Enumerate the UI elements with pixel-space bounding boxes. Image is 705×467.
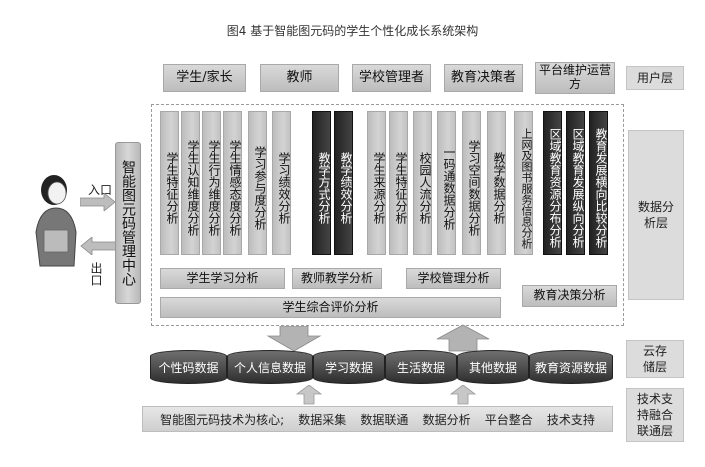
col-teaching-performance: 教学绩效分析 (334, 111, 353, 255)
col-teaching-method: 教学方式分析 (312, 111, 331, 255)
user-platform-operator: 平台维护运营方 (535, 62, 615, 94)
support-analysis: 数据分析 (422, 412, 471, 427)
col-student-origin: 学生来源分析 (367, 111, 386, 255)
user-student-parent: 学生/家长 (163, 64, 246, 92)
col-internet-library: 上网及图书服务信息分析 (514, 111, 533, 255)
support-integration: 平台整合 (484, 412, 533, 427)
col-horizontal-comparison: 教育发展横向比较分析 (589, 111, 608, 255)
analysis-layer-label: 数据分析层 (628, 130, 684, 300)
db-personal-info: 个人信息数据 (227, 350, 313, 384)
entry-label: 入口 (88, 183, 113, 197)
db-personal-code: 个性码数据 (150, 350, 227, 384)
user-teacher: 教师 (260, 64, 339, 92)
storage-layer-label: 云存储层 (626, 340, 684, 378)
col-one-card-data: 一码通数据分析 (437, 111, 456, 255)
management-center: 智能图元码管理中心 (115, 142, 141, 304)
col-student-emotion: 学生情感态度分析 (223, 111, 242, 255)
exit-arrow-icon (80, 237, 116, 255)
group-student-learning: 学生学习分析 (160, 268, 285, 289)
db-other: 其他数据 (457, 350, 529, 384)
small-up-arrow-icon (450, 385, 476, 405)
col-teaching-data: 教学数据分析 (487, 111, 506, 255)
support-bar: 智能图元码技术为核心; 数据采集 数据联通 数据分析 平台整合 技术支持 (142, 406, 613, 432)
col-regional-vertical: 区域教育发展纵向分析 (566, 111, 585, 255)
group-overall-evaluation: 学生综合评价分析 (160, 297, 501, 318)
support-tech: 技术支持 (546, 412, 595, 427)
support-core: 智能图元码技术为核心; (160, 412, 285, 427)
support-layer-label: 技术支持融合联通层 (626, 388, 684, 442)
user-policy-maker: 教育决策者 (444, 64, 523, 92)
group-policy-analysis: 教育决策分析 (522, 285, 617, 307)
user-school-admin: 学校管理者 (352, 64, 431, 92)
col-regional-resources: 区域教育资源分布分析 (543, 111, 562, 255)
user-layer-label: 用户层 (626, 66, 684, 90)
group-school-management: 学校管理分析 (406, 268, 501, 289)
small-up-arrow-icon (296, 385, 322, 405)
col-learning-space: 学习空间数据分析 (462, 111, 481, 255)
exit-label: 出口 (89, 262, 103, 286)
group-teacher-teaching: 教师教学分析 (292, 268, 382, 289)
col-campus-flow: 校园人流分析 (413, 111, 432, 255)
db-living: 生活数据 (385, 350, 457, 384)
db-education-resources: 教育资源数据 (529, 350, 613, 384)
col-learning-engagement: 学习参与度分析 (248, 111, 267, 255)
col-student-traits: 学生特征分析 (160, 111, 179, 255)
entry-arrow-icon (80, 193, 116, 211)
col-student-features: 学生特征分析 (389, 111, 408, 255)
col-student-cognition: 学生认知维度分析 (181, 111, 200, 255)
student-figure (35, 175, 77, 267)
col-student-behavior: 学生行为维度分析 (202, 111, 221, 255)
diagram-title: 图4 基于智能图元码的学生个性化成长系统架构 (226, 24, 479, 38)
support-connectivity: 数据联通 (360, 412, 409, 427)
support-collection: 数据采集 (298, 412, 347, 427)
down-arrow-icon (266, 326, 322, 352)
db-learning: 学习数据 (313, 350, 385, 384)
up-arrow-icon (436, 324, 490, 352)
col-learning-performance: 学习绩效分析 (272, 111, 291, 255)
analysis-container (151, 104, 624, 326)
